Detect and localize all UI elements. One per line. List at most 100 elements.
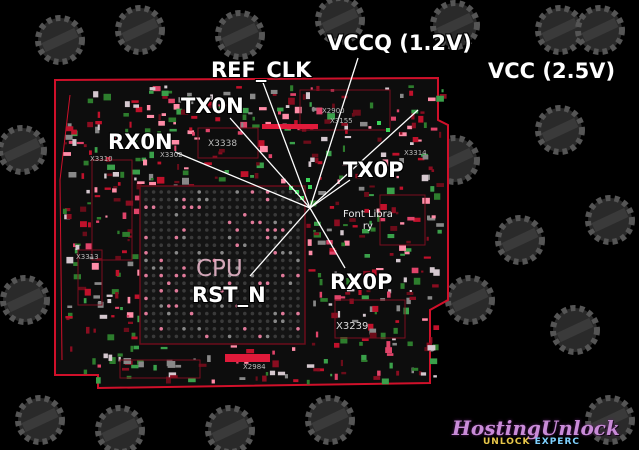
bga-ball	[151, 197, 156, 202]
component-pad	[420, 372, 427, 376]
part-label-x3302: X3302	[160, 151, 183, 159]
component-pad	[164, 85, 168, 89]
bga-ball	[220, 311, 224, 316]
bga-ball	[220, 319, 224, 324]
bga-ball	[250, 197, 255, 202]
component-pad	[430, 358, 438, 365]
bga-ball	[220, 228, 224, 232]
bga-ball	[250, 251, 255, 255]
component-pad	[410, 142, 414, 145]
bga-ball	[265, 251, 270, 255]
component-pad	[256, 162, 260, 166]
component-pad	[169, 128, 177, 132]
component-pad	[125, 128, 129, 133]
bga-ball	[189, 311, 194, 316]
component-pad	[122, 231, 130, 237]
component-pad	[332, 103, 335, 109]
watermark-gear-band	[541, 117, 579, 143]
bga-ball	[174, 235, 179, 240]
bga-ball	[296, 319, 300, 324]
component-pad	[396, 370, 400, 376]
component-pad	[85, 243, 92, 250]
component-pad	[306, 223, 311, 228]
component-pad	[256, 162, 264, 169]
component-pad	[311, 153, 319, 158]
bga-ball	[212, 197, 217, 202]
component-pad	[113, 186, 118, 189]
bga-ball	[288, 327, 293, 331]
component-pad	[118, 356, 121, 362]
component-pad	[392, 342, 397, 346]
component-pad	[123, 327, 130, 332]
bga-ball	[243, 243, 247, 247]
component-pad	[306, 364, 315, 368]
component-pad	[127, 239, 130, 242]
watermark-tagline: UNLOCK EXPERC	[483, 438, 580, 447]
bga-ball	[281, 220, 285, 225]
bga-ball	[258, 289, 262, 293]
callout-line	[309, 57, 359, 209]
component-pad	[316, 85, 320, 91]
component-pad	[427, 217, 436, 221]
bga-ball	[197, 266, 201, 270]
bga-ball	[174, 327, 179, 331]
watermark-gear-band	[556, 317, 594, 343]
component-pad	[117, 182, 121, 186]
bga-ball	[189, 289, 194, 293]
component-pad	[330, 373, 333, 377]
bga-ball	[243, 190, 247, 194]
bga-ball	[220, 266, 224, 270]
component-pad	[135, 106, 143, 113]
component-pad	[387, 234, 395, 239]
bga-ball	[151, 289, 156, 293]
bga-ball	[273, 266, 278, 270]
bga-ball	[265, 296, 270, 301]
bga-ball	[151, 205, 156, 209]
component-pad	[93, 91, 99, 98]
bga-ball	[182, 266, 186, 270]
bga-ball	[258, 197, 262, 202]
component-pad	[380, 332, 386, 340]
component-pad	[341, 242, 345, 247]
component-pad	[148, 173, 154, 181]
bga-ball	[258, 243, 262, 247]
component-pad	[115, 306, 120, 309]
bga-ball	[167, 197, 171, 202]
bga-ball	[182, 281, 186, 286]
bga-ball	[296, 228, 300, 232]
component-pad	[174, 145, 177, 151]
component-pad	[345, 130, 348, 134]
bga-ball	[205, 235, 209, 240]
component-pad	[385, 87, 390, 91]
bga-ball	[235, 258, 239, 263]
bga-ball	[227, 289, 232, 293]
component-pad	[294, 120, 298, 125]
part-label-x3155: X3155	[330, 117, 353, 125]
component-pad	[335, 201, 340, 206]
component-pad	[369, 328, 377, 335]
component-pad	[131, 336, 138, 340]
bga-ball	[151, 228, 156, 232]
component-block	[119, 359, 201, 379]
component-pad	[284, 374, 288, 379]
component-pad	[86, 189, 90, 194]
component-pad	[329, 249, 337, 255]
bga-ball	[144, 205, 148, 209]
bga-ball	[182, 289, 186, 293]
component-pad	[242, 114, 247, 120]
component-pad	[314, 232, 320, 236]
component-pad	[344, 123, 348, 130]
bga-ball	[189, 197, 194, 202]
component-pad	[96, 377, 101, 384]
component-pad	[382, 159, 389, 167]
component-pad	[192, 132, 195, 136]
component-pad	[376, 268, 384, 271]
bga-ball	[235, 197, 239, 202]
board-inner-edge	[59, 94, 71, 361]
bga-ball	[288, 205, 293, 209]
bga-ball	[250, 205, 255, 209]
component-pad	[355, 173, 361, 179]
component-pad	[96, 258, 102, 261]
component-pad	[259, 107, 267, 111]
component-pad	[277, 371, 286, 376]
